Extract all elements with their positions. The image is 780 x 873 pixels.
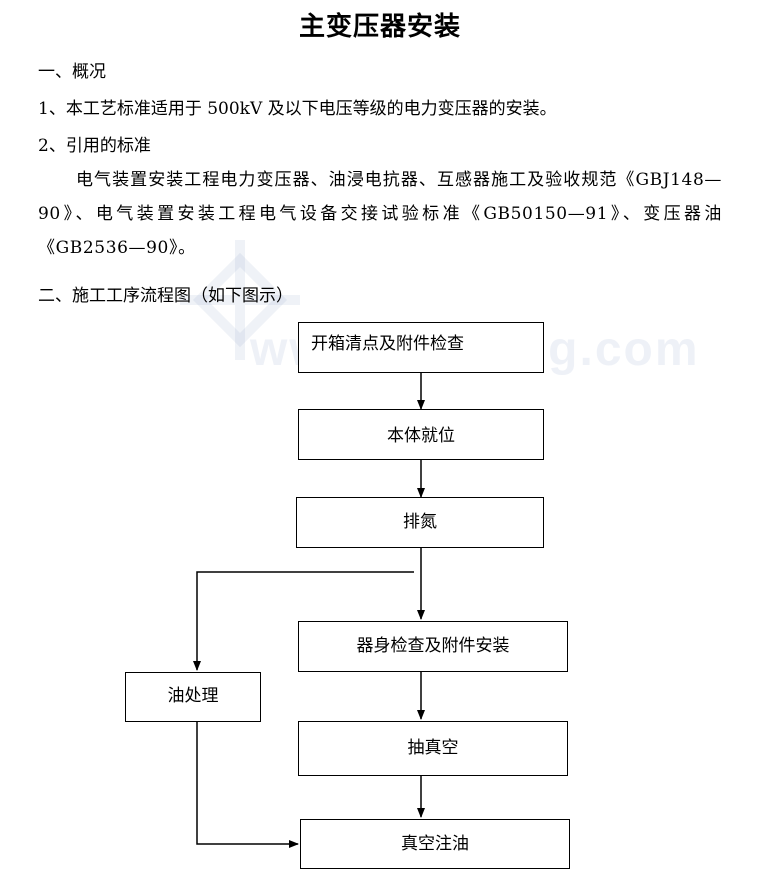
step-vacuum-label: 抽真空 [407,738,459,758]
referenced-standards-heading: 2、引用的标准 [38,136,151,156]
arrow-branch-to-oil-treatment [193,571,414,671]
standards-paragraph: 电气装置安装工程电力变压器、油浸电抗器、互感器施工及验收规范《GBJ148—90… [38,170,722,258]
step-oil-fill-label: 真空注油 [401,834,469,854]
step-vacuum-oil-fill: 真空注油 [300,819,570,869]
step-nitrogen-label: 排氮 [403,512,437,532]
flow-chart-heading: 二、施工工序流程图（如下图示） [38,286,293,306]
step-body-inspection: 器身检查及附件安装 [298,621,568,672]
step-unpack-label: 开箱清点及附件检查 [311,334,464,354]
step-vacuum: 抽真空 [298,721,568,776]
section-overview-heading: 一、概况 [38,62,106,82]
step-oil-treatment-label: 油处理 [167,686,219,706]
scope-statement: 1、本工艺标准适用于 500kV 及以下电压等级的电力变压器的安装。 [38,99,557,119]
step-unpack-inspection: 开箱清点及附件检查 [298,322,544,373]
page-title: 主变压器安装 [298,12,461,42]
step-positioning: 本体就位 [298,409,544,460]
step-inspection-label: 器身检查及附件安装 [356,636,510,656]
arrow-oil-treatment-to-oil-fill [196,722,299,848]
step-positioning-label: 本体就位 [387,426,455,446]
step-oil-treatment: 油处理 [125,672,261,722]
step-nitrogen-discharge: 排氮 [296,497,544,548]
